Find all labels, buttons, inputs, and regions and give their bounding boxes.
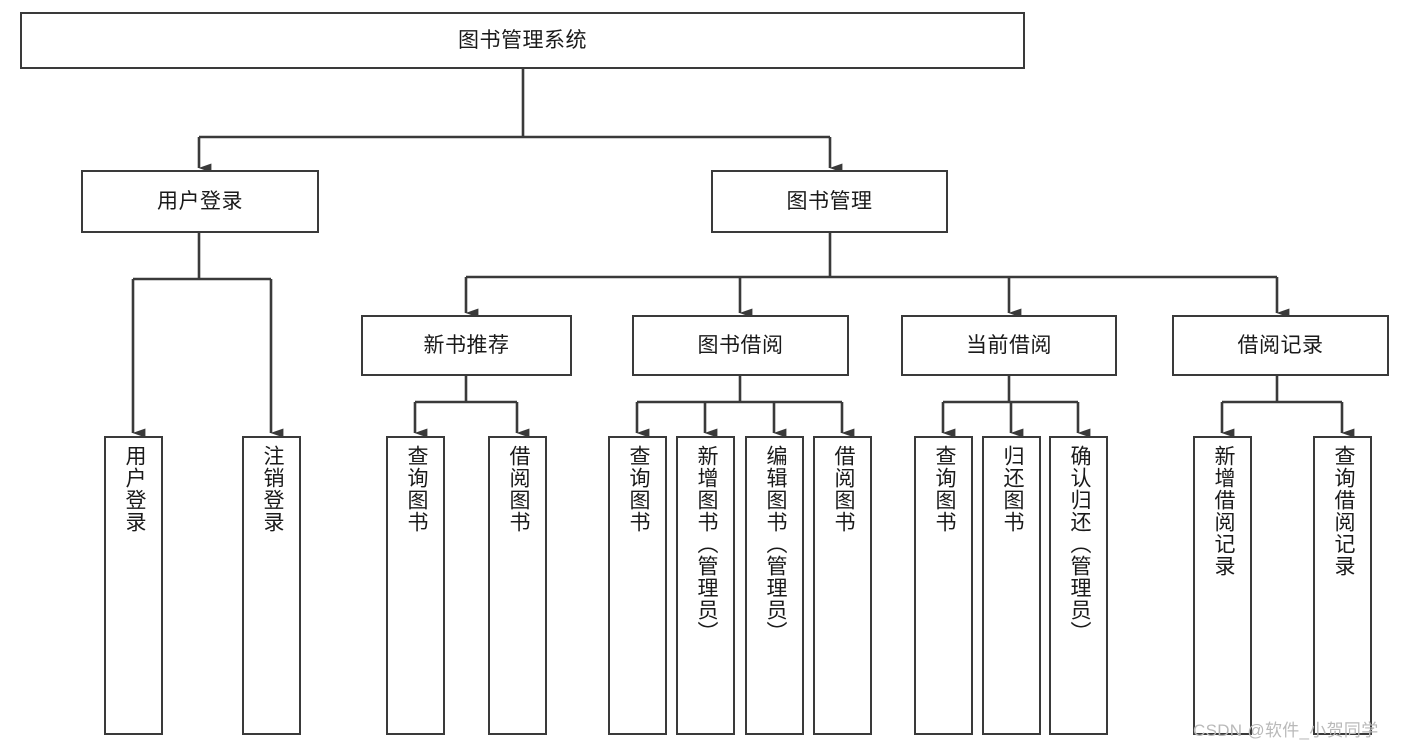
node-leaf-add-record[interactable]: 新增借阅记录: [1193, 436, 1252, 735]
node-leaf-user-login[interactable]: 用户登录: [104, 436, 163, 735]
node-leaf-confirm-return-label: 确认归还（管理员）: [1067, 445, 1091, 643]
node-leaf-query-book-1[interactable]: 查询图书: [386, 436, 445, 735]
node-root-label: 图书管理系统: [458, 28, 587, 52]
node-user-login-label: 用户登录: [157, 189, 243, 213]
node-new-book-recommend[interactable]: 新书推荐: [361, 315, 572, 376]
node-borrow-record-label: 借阅记录: [1237, 333, 1324, 357]
csdn-watermark: CSDN @软件_小贺同学: [1193, 721, 1379, 740]
node-leaf-borrow-book-2[interactable]: 借阅图书: [813, 436, 872, 735]
node-leaf-query-record-label: 查询借阅记录: [1331, 445, 1355, 577]
node-leaf-query-book-3-label: 查询图书: [932, 445, 956, 533]
node-leaf-edit-book-label: 编辑图书（管理员）: [763, 445, 787, 643]
node-leaf-edit-book[interactable]: 编辑图书（管理员）: [745, 436, 804, 735]
node-leaf-add-book[interactable]: 新增图书（管理员）: [676, 436, 735, 735]
node-leaf-query-book-2-label: 查询图书: [626, 445, 650, 533]
node-book-borrow[interactable]: 图书借阅: [632, 315, 849, 376]
node-book-manage[interactable]: 图书管理: [711, 170, 948, 233]
node-leaf-borrow-book-1[interactable]: 借阅图书: [488, 436, 547, 735]
node-leaf-logout-login-label: 注销登录: [260, 445, 284, 533]
node-leaf-query-book-2[interactable]: 查询图书: [608, 436, 667, 735]
node-leaf-confirm-return[interactable]: 确认归还（管理员）: [1049, 436, 1108, 735]
node-leaf-return-book-label: 归还图书: [1000, 445, 1024, 533]
node-root[interactable]: 图书管理系统: [20, 12, 1025, 69]
node-new-book-recommend-label: 新书推荐: [423, 333, 510, 357]
node-leaf-add-record-label: 新增借阅记录: [1211, 445, 1235, 577]
node-leaf-query-book-3[interactable]: 查询图书: [914, 436, 973, 735]
node-leaf-borrow-book-1-label: 借阅图书: [506, 445, 530, 533]
node-borrow-record[interactable]: 借阅记录: [1172, 315, 1389, 376]
node-leaf-return-book[interactable]: 归还图书: [982, 436, 1041, 735]
node-leaf-logout-login[interactable]: 注销登录: [242, 436, 301, 735]
node-current-borrow-label: 当前借阅: [966, 333, 1052, 357]
node-user-login[interactable]: 用户登录: [81, 170, 319, 233]
node-book-borrow-label: 图书借阅: [697, 333, 784, 357]
node-leaf-user-login-label: 用户登录: [122, 445, 146, 533]
node-book-manage-label: 图书管理: [786, 189, 873, 213]
node-leaf-borrow-book-2-label: 借阅图书: [831, 445, 855, 533]
node-leaf-query-book-1-label: 查询图书: [404, 445, 428, 533]
node-leaf-add-book-label: 新增图书（管理员）: [694, 445, 718, 643]
node-current-borrow[interactable]: 当前借阅: [901, 315, 1117, 376]
node-leaf-query-record[interactable]: 查询借阅记录: [1313, 436, 1372, 735]
